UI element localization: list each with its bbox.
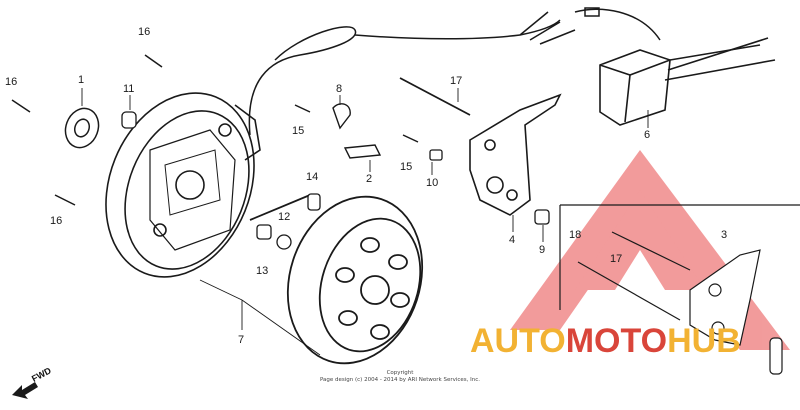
callout-4: 4 [509, 234, 515, 246]
bolt-part-16 [11, 54, 163, 206]
copyright-line-1: Copyright [386, 370, 414, 376]
stator-assembly [105, 92, 261, 278]
collar-part-11 [121, 111, 137, 129]
watermark-part-1: AUTO [470, 322, 566, 360]
callout-14: 14 [306, 171, 318, 183]
callout-15b: 15 [400, 161, 412, 173]
copyright-line-2: Page design (c) 2004 - 2014 by ARI Netwo… [319, 377, 481, 383]
clamp-part-2 [332, 103, 382, 159]
callout-9: 9 [539, 244, 545, 256]
bracket-part-4 [469, 93, 562, 216]
callout-3: 3 [721, 229, 727, 241]
callout-11: 11 [123, 83, 134, 95]
leader-lines [81, 88, 649, 356]
callout-8: 8 [336, 83, 342, 95]
fwd-arrow-icon [12, 382, 38, 399]
callout-17a: 17 [450, 75, 462, 87]
callout-16b: 16 [5, 76, 17, 88]
callout-16c: 16 [50, 215, 62, 227]
callout-15a: 15 [292, 125, 304, 137]
watermark-part-3: HUB [667, 322, 741, 360]
pin-washer-nut [256, 193, 321, 250]
watermark-part-2: MOTO [565, 322, 668, 360]
callout-12: 12 [278, 211, 290, 223]
callout-6: 6 [644, 129, 650, 141]
callout-17b: 17 [610, 253, 622, 265]
wiring-harness [248, 7, 661, 136]
callout-1: 1 [78, 74, 84, 86]
watermark-text: AUTOMOTOHUB [470, 322, 741, 361]
bolt-part-15 [294, 104, 419, 143]
callout-2: 2 [366, 173, 372, 185]
bolt-part-17 [399, 77, 471, 116]
callout-10: 10 [426, 177, 438, 189]
sub-group-box [559, 204, 800, 375]
callout-7: 7 [238, 334, 244, 346]
nut-part-10 [429, 149, 550, 225]
callout-16a: 16 [138, 26, 150, 38]
washer-part-1 [64, 107, 100, 149]
copyright-notice: Copyright Page design (c) 2004 - 2014 by… [300, 370, 500, 384]
flywheel-rotor [249, 194, 424, 365]
callout-18: 18 [569, 229, 581, 241]
cdi-unit [599, 37, 776, 126]
callout-13: 13 [256, 265, 268, 277]
